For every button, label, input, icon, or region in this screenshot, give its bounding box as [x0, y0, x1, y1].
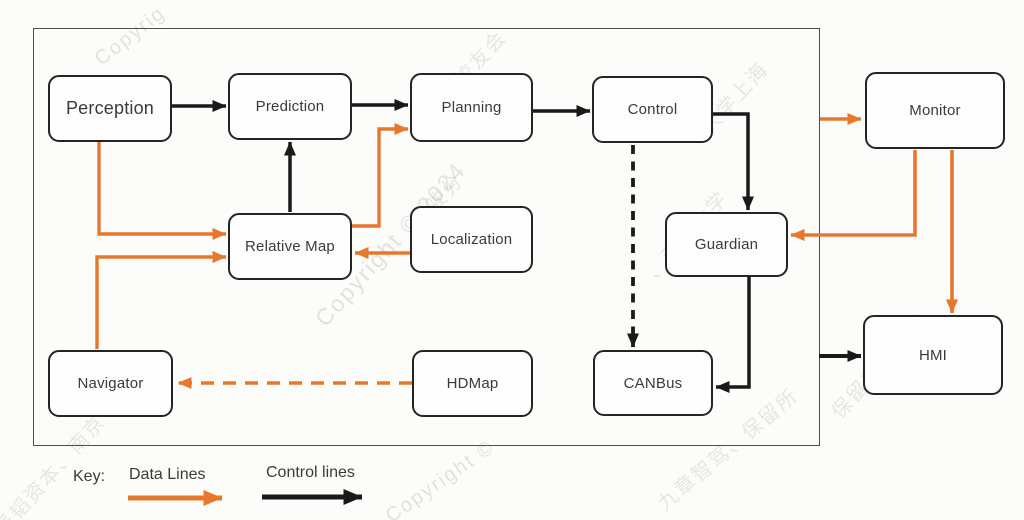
node-hmi: HMI [863, 315, 1003, 395]
system-boundary-frame [33, 28, 820, 446]
node-relative-map: Relative Map [228, 213, 352, 280]
edge-perception-relativemap [97, 142, 227, 240]
key-data-lines: Data Lines [129, 466, 206, 483]
node-monitor: Monitor [865, 72, 1005, 149]
edge-guardian-canbus [715, 277, 751, 393]
node-prediction: Prediction [228, 73, 352, 140]
key-control-lines: Control lines [266, 464, 355, 481]
node-hdmap: HDMap [412, 350, 533, 417]
node-planning: Planning [410, 73, 533, 142]
edge-control-guardian [713, 112, 754, 211]
node-guardian: Guardian [665, 212, 788, 277]
node-navigator: Navigator [48, 350, 173, 417]
edge-monitor-guardian [790, 150, 917, 241]
node-perception: Perception [48, 75, 172, 142]
key-label: Key: [73, 468, 106, 485]
node-canbus: CANBus [593, 350, 713, 416]
edge-relativemap-planning [352, 123, 409, 228]
node-localization: Localization [410, 206, 533, 273]
edge-navigator-relativemap [95, 251, 227, 349]
node-control: Control [592, 76, 713, 143]
